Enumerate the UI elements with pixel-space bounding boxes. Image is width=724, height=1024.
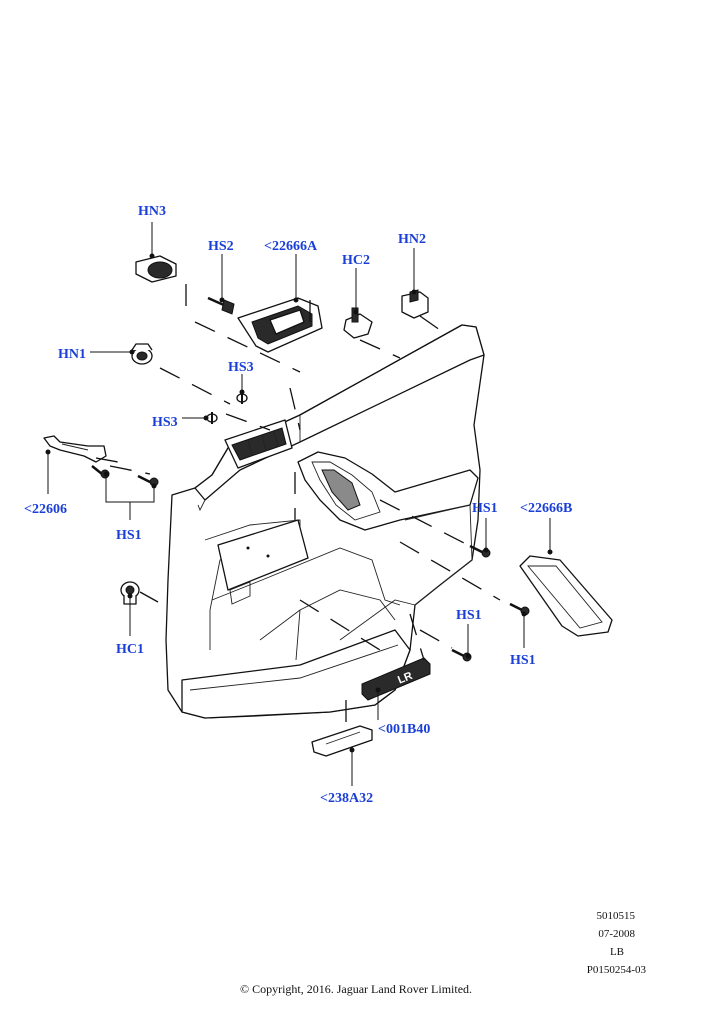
label-hs1-left: HS1 <box>116 528 142 543</box>
label-hs1-bottom: HS1 <box>456 608 482 623</box>
fastener-hn1-icon <box>131 343 153 365</box>
parts: LR <box>43 255 613 757</box>
badge-text: LR <box>396 670 414 687</box>
copyright-text: © Copyright, 2016. Jaguar Land Rover Lim… <box>240 982 472 996</box>
meta-code: 5010515 <box>597 910 636 922</box>
label-22606: <22606 <box>24 502 67 517</box>
label-hs3-lower: HS3 <box>152 415 178 430</box>
screw-hs1-left-b-icon <box>137 474 159 487</box>
callout-labels: HN3 HS2 <22666A HC2 HN2 HN1 HS3 HS3 <226… <box>24 204 572 806</box>
bracket-238a32-icon <box>311 725 373 757</box>
bracket-22606-icon <box>43 435 107 463</box>
label-hc1: HC1 <box>116 642 144 657</box>
door-trim-panel <box>165 324 485 719</box>
meta-lang: LB <box>610 946 624 958</box>
label-hs3-upper: HS3 <box>228 360 254 375</box>
label-hc2: HC2 <box>342 253 370 268</box>
clip-hc2-icon <box>343 307 373 339</box>
explosion-lines <box>95 284 501 726</box>
label-238a32: <238A32 <box>320 791 373 806</box>
leader-lines <box>45 222 553 786</box>
label-001b40: <001B40 <box>378 722 430 737</box>
label-22666a: <22666A <box>264 239 318 254</box>
label-hn2: HN2 <box>398 232 426 247</box>
meta-ref: P0150254-03 <box>587 964 647 976</box>
label-hn3: HN3 <box>138 204 166 219</box>
reflector-strip-22666b-icon <box>519 555 613 637</box>
label-hs1-right-lower: HS1 <box>510 653 536 668</box>
label-hn1: HN1 <box>58 347 86 362</box>
label-hs2: HS2 <box>208 239 234 254</box>
label-hs1-right-upper: HS1 <box>472 501 498 516</box>
diagram-meta: 5010515 07-2008 LB P0150254-03 © Copyrig… <box>240 910 647 996</box>
meta-date: 07-2008 <box>598 928 635 940</box>
handle-escutcheon-22666a-icon <box>237 297 323 353</box>
label-22666b: <22666B <box>520 501 572 516</box>
screw-hs2-icon <box>207 296 235 315</box>
plug-hn3-icon <box>135 255 177 283</box>
